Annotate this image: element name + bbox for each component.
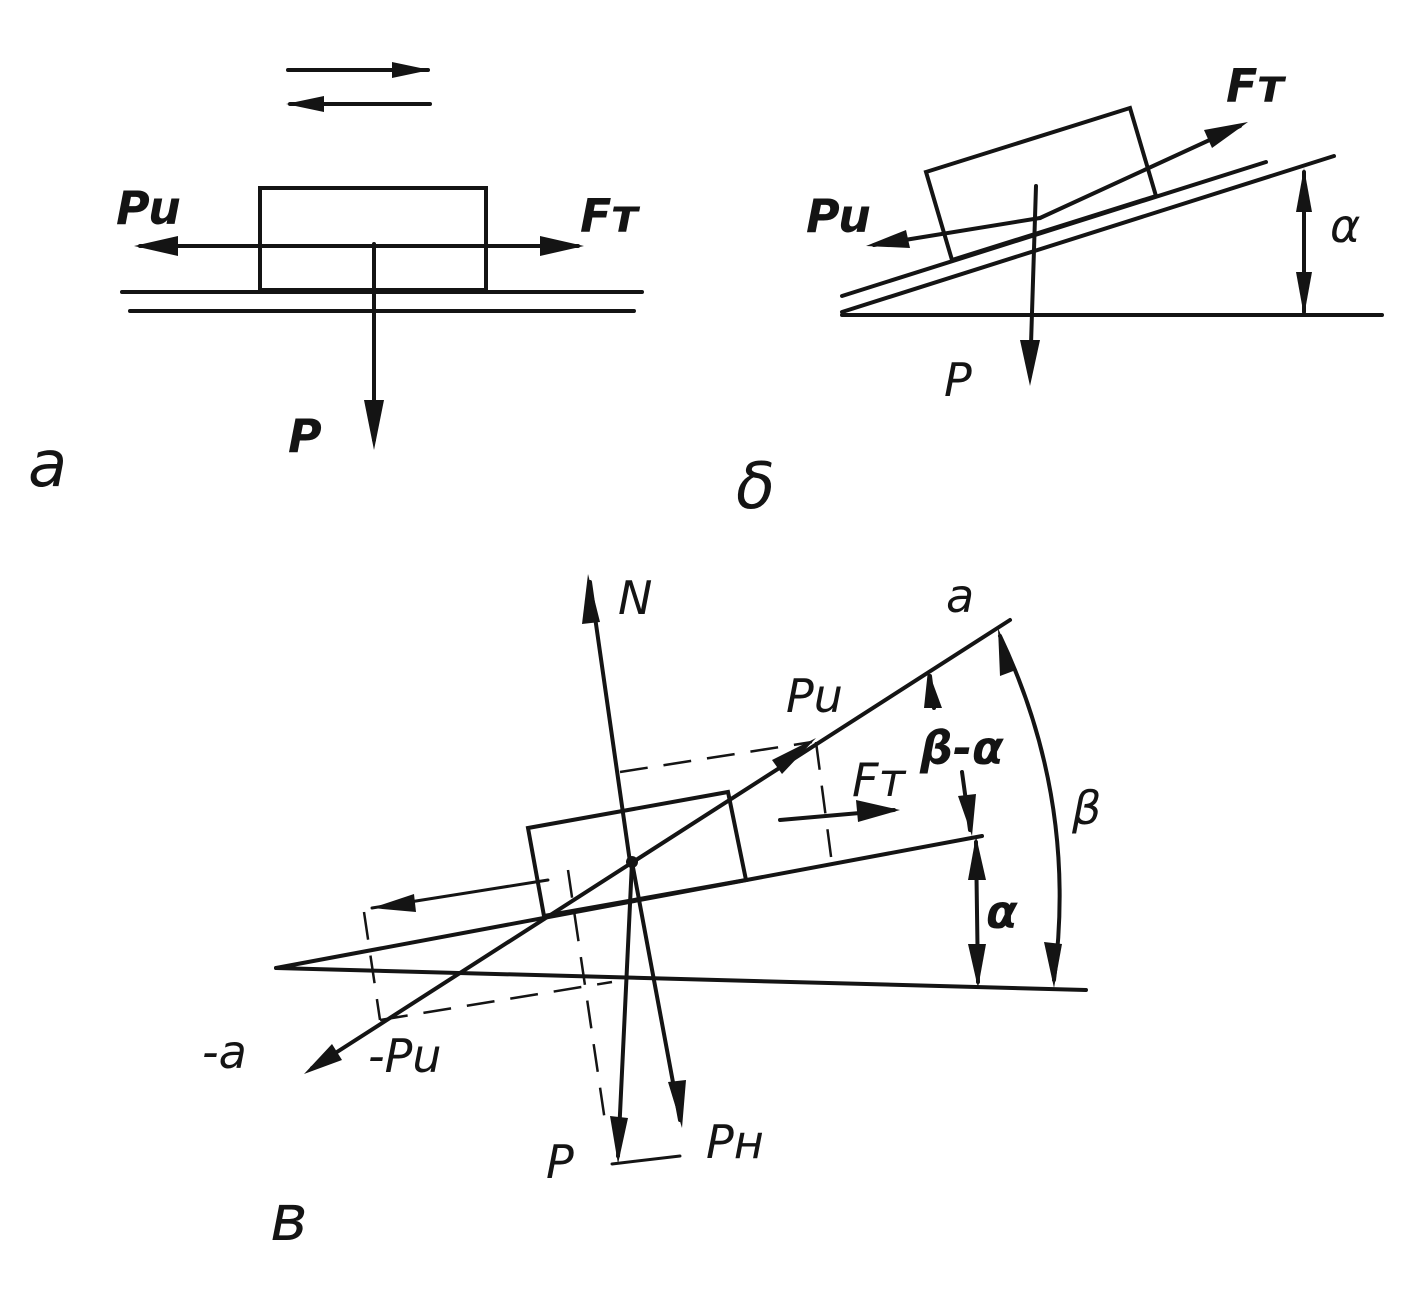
label-angle-diff-v: β-α (919, 721, 1004, 775)
angle-diff-marker-v (924, 670, 976, 836)
panel-id-a: a (28, 428, 67, 502)
traction-force-arrow-b (1038, 124, 1242, 220)
label-traction-v: Fт (852, 753, 906, 807)
panel-id-v: в (270, 1182, 308, 1256)
panel-b: Fт Pu α P δ (736, 59, 1384, 524)
label-traction-a: Fт (580, 189, 640, 243)
acceleration-line-v (310, 618, 1012, 1070)
panel-a: Pu Fт P a (28, 62, 644, 502)
label-resultant-v: Pн (706, 1115, 764, 1169)
label-neg-inertia-v: -Pu (368, 1029, 442, 1083)
label-inertia-a: Pu (116, 181, 181, 235)
normal-force-arrow-v (588, 580, 632, 864)
label-alpha-v: α (986, 885, 1018, 939)
angle-beta-arc-v (998, 628, 1062, 988)
inertia-force-head-v (772, 738, 816, 774)
label-inertia-b: Pu (806, 189, 871, 243)
label-accel-v: a (946, 569, 974, 623)
panel-v: N a Pu Fт β-α β α -a -Pu P Pн в (202, 569, 1101, 1256)
ground-line-v (274, 966, 1088, 992)
label-weight-a: P (288, 409, 322, 463)
block-b (923, 105, 1159, 263)
label-normal-v: N (618, 571, 652, 625)
center-of-mass-point-v (626, 856, 638, 868)
motion-direction-arrows (286, 62, 432, 112)
weight-arrow-v (616, 860, 634, 1158)
label-weight-b: P (944, 353, 972, 407)
angle-alpha-marker-v (968, 836, 986, 988)
label-traction-b: Fт (1226, 59, 1286, 113)
label-inertia-v: Pu (786, 669, 843, 723)
resultant-force-arrow-v (630, 860, 682, 1122)
label-angle-b: α (1330, 199, 1360, 253)
incline-line-b (840, 154, 1336, 314)
label-weight-v: P (546, 1135, 574, 1189)
construction-dashed-lines-v (362, 740, 834, 1129)
block-v (525, 789, 749, 919)
label-beta-v: β (1071, 781, 1101, 835)
panel-id-b: δ (736, 450, 775, 524)
label-neg-accel-v: -a (202, 1025, 247, 1079)
